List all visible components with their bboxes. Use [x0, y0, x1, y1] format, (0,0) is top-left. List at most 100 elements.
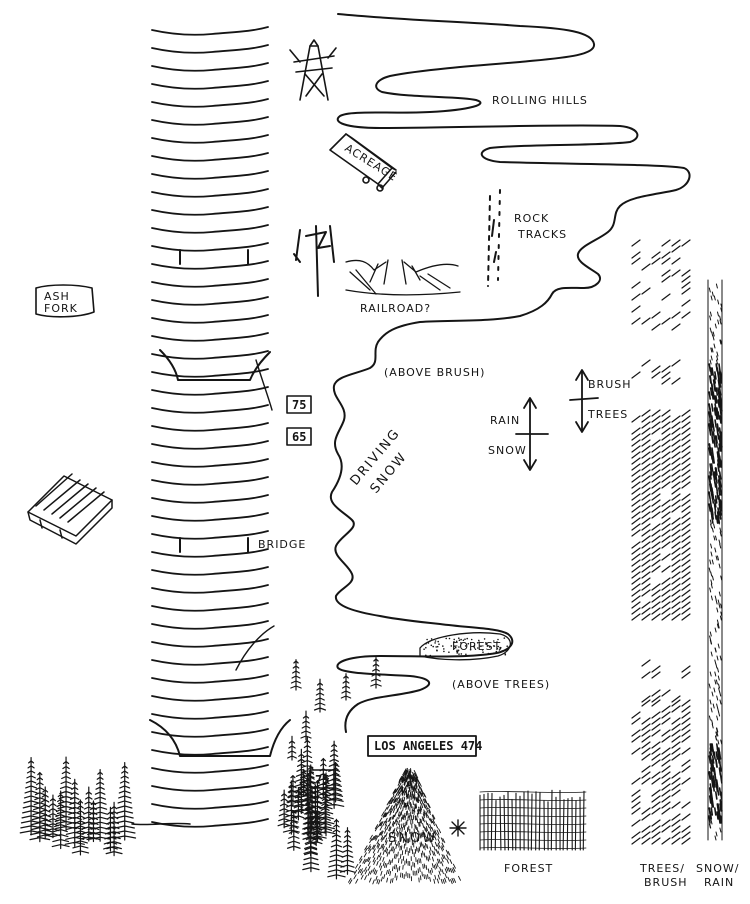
snow-fan-stroke — [395, 801, 398, 807]
rain-stroke — [717, 739, 720, 745]
snow-fan-stroke — [452, 867, 456, 872]
hatch-stroke — [651, 717, 661, 725]
rain-stroke — [720, 403, 723, 412]
snow-fan-stroke — [391, 820, 395, 826]
forest-block-stroke — [479, 847, 587, 849]
hatch-stroke — [641, 753, 651, 761]
stipple-dot — [477, 654, 480, 656]
hatch-stroke — [671, 427, 681, 435]
stipple-dot — [503, 637, 506, 639]
hatch-stroke — [681, 699, 691, 707]
hatch-stroke — [651, 529, 661, 537]
snow-fan-stroke — [444, 873, 447, 879]
snow-fan-stroke — [398, 865, 401, 871]
snow-fan-stroke — [398, 794, 401, 800]
rain-stroke — [716, 619, 719, 625]
snow-fan-stroke — [416, 837, 418, 843]
hatch-stroke — [651, 365, 661, 373]
freeway-lane-line — [151, 566, 269, 576]
snow-fan-stroke — [369, 869, 373, 875]
snow-fan-stroke — [389, 878, 392, 884]
hatch-stroke — [661, 523, 671, 531]
tree-mark — [301, 773, 315, 814]
hatch-stroke — [641, 481, 651, 489]
hatch-stroke — [681, 759, 691, 767]
snow-fan-stroke — [397, 780, 401, 786]
snow-fan-stroke — [440, 878, 443, 884]
snow-fan-stroke — [424, 842, 427, 848]
rain-stroke — [711, 347, 714, 353]
snow-fan-stroke — [419, 792, 422, 797]
hatch-stroke — [671, 433, 681, 441]
hatch-stroke — [651, 753, 661, 761]
snow-fan-stroke — [432, 814, 436, 820]
snow-fan-stroke — [424, 798, 427, 804]
hatch-stroke — [671, 239, 681, 247]
snow-fan-stroke — [397, 811, 400, 817]
freeway-lane-line — [151, 332, 269, 342]
forest-right-block — [479, 789, 587, 851]
snow-fan-stroke — [386, 877, 389, 883]
stipple-dot — [476, 642, 479, 644]
rain-stroke — [712, 703, 715, 709]
snow-fan-stroke — [393, 828, 396, 833]
rain-stroke — [709, 327, 712, 333]
stipple-dot — [506, 649, 509, 651]
stipple-dot — [460, 638, 462, 641]
hatch-stroke — [661, 269, 671, 277]
hatch-stroke — [631, 547, 641, 555]
route-65-text: 65 — [292, 430, 306, 444]
snow-fan-stroke — [417, 798, 420, 804]
hatch-stroke — [641, 487, 651, 495]
snow-fan-stroke — [446, 858, 449, 864]
rain-stroke — [719, 615, 722, 621]
freeway-lane-line — [151, 278, 269, 288]
hatch-stroke — [631, 565, 641, 573]
snow-fan-stroke — [363, 859, 367, 864]
snow-fan-stroke — [424, 798, 428, 804]
rain-stroke — [711, 367, 714, 376]
rain-stroke — [718, 443, 721, 452]
rain-stroke — [715, 663, 718, 669]
rain-stroke — [719, 339, 722, 345]
tree-mark — [287, 774, 299, 806]
hatch-stroke — [661, 439, 671, 447]
stipple-dot — [453, 638, 456, 641]
snow-fan-stroke — [421, 832, 424, 838]
snow-fan-stroke — [437, 850, 440, 856]
snow-fan-stroke — [395, 826, 398, 832]
rain-stroke — [713, 295, 716, 301]
snow-fan-stroke — [427, 815, 431, 821]
rain-stroke — [708, 815, 711, 824]
stipple-dot — [492, 645, 495, 647]
snow-fan-stroke — [379, 865, 383, 871]
hatch-stroke — [641, 771, 651, 779]
hatch-stroke — [671, 753, 681, 761]
hatch-stroke — [641, 559, 651, 567]
hatch-stroke — [661, 689, 671, 697]
hatch-stroke — [671, 819, 681, 827]
hatch-stroke — [681, 311, 691, 319]
hatch-stroke — [631, 475, 641, 483]
rain-stroke — [710, 819, 713, 825]
snow-fan-stroke — [437, 842, 441, 848]
hatch-stroke — [651, 257, 661, 265]
snow-fan-stroke — [386, 824, 389, 830]
hatch-stroke — [631, 529, 641, 537]
snow-fan-stroke — [427, 868, 430, 874]
stipple-dot — [426, 638, 428, 641]
snow-fan-stroke — [384, 828, 387, 834]
freeway-lane-line — [151, 422, 269, 432]
hatch-stroke — [631, 607, 641, 615]
stipple-dot — [438, 643, 440, 645]
hatch-stroke — [631, 801, 641, 809]
hatch-stroke — [641, 445, 651, 453]
freeway-lane-line — [151, 512, 269, 522]
freeway-lane-line — [151, 656, 269, 666]
tree-mark — [308, 784, 323, 826]
snow-fan-stroke — [416, 812, 419, 818]
acreage-label: ACREAGE — [342, 142, 399, 185]
snow-fan-stroke — [372, 848, 376, 854]
rain-stroke — [716, 715, 719, 721]
snow-fan-stroke — [428, 809, 431, 815]
